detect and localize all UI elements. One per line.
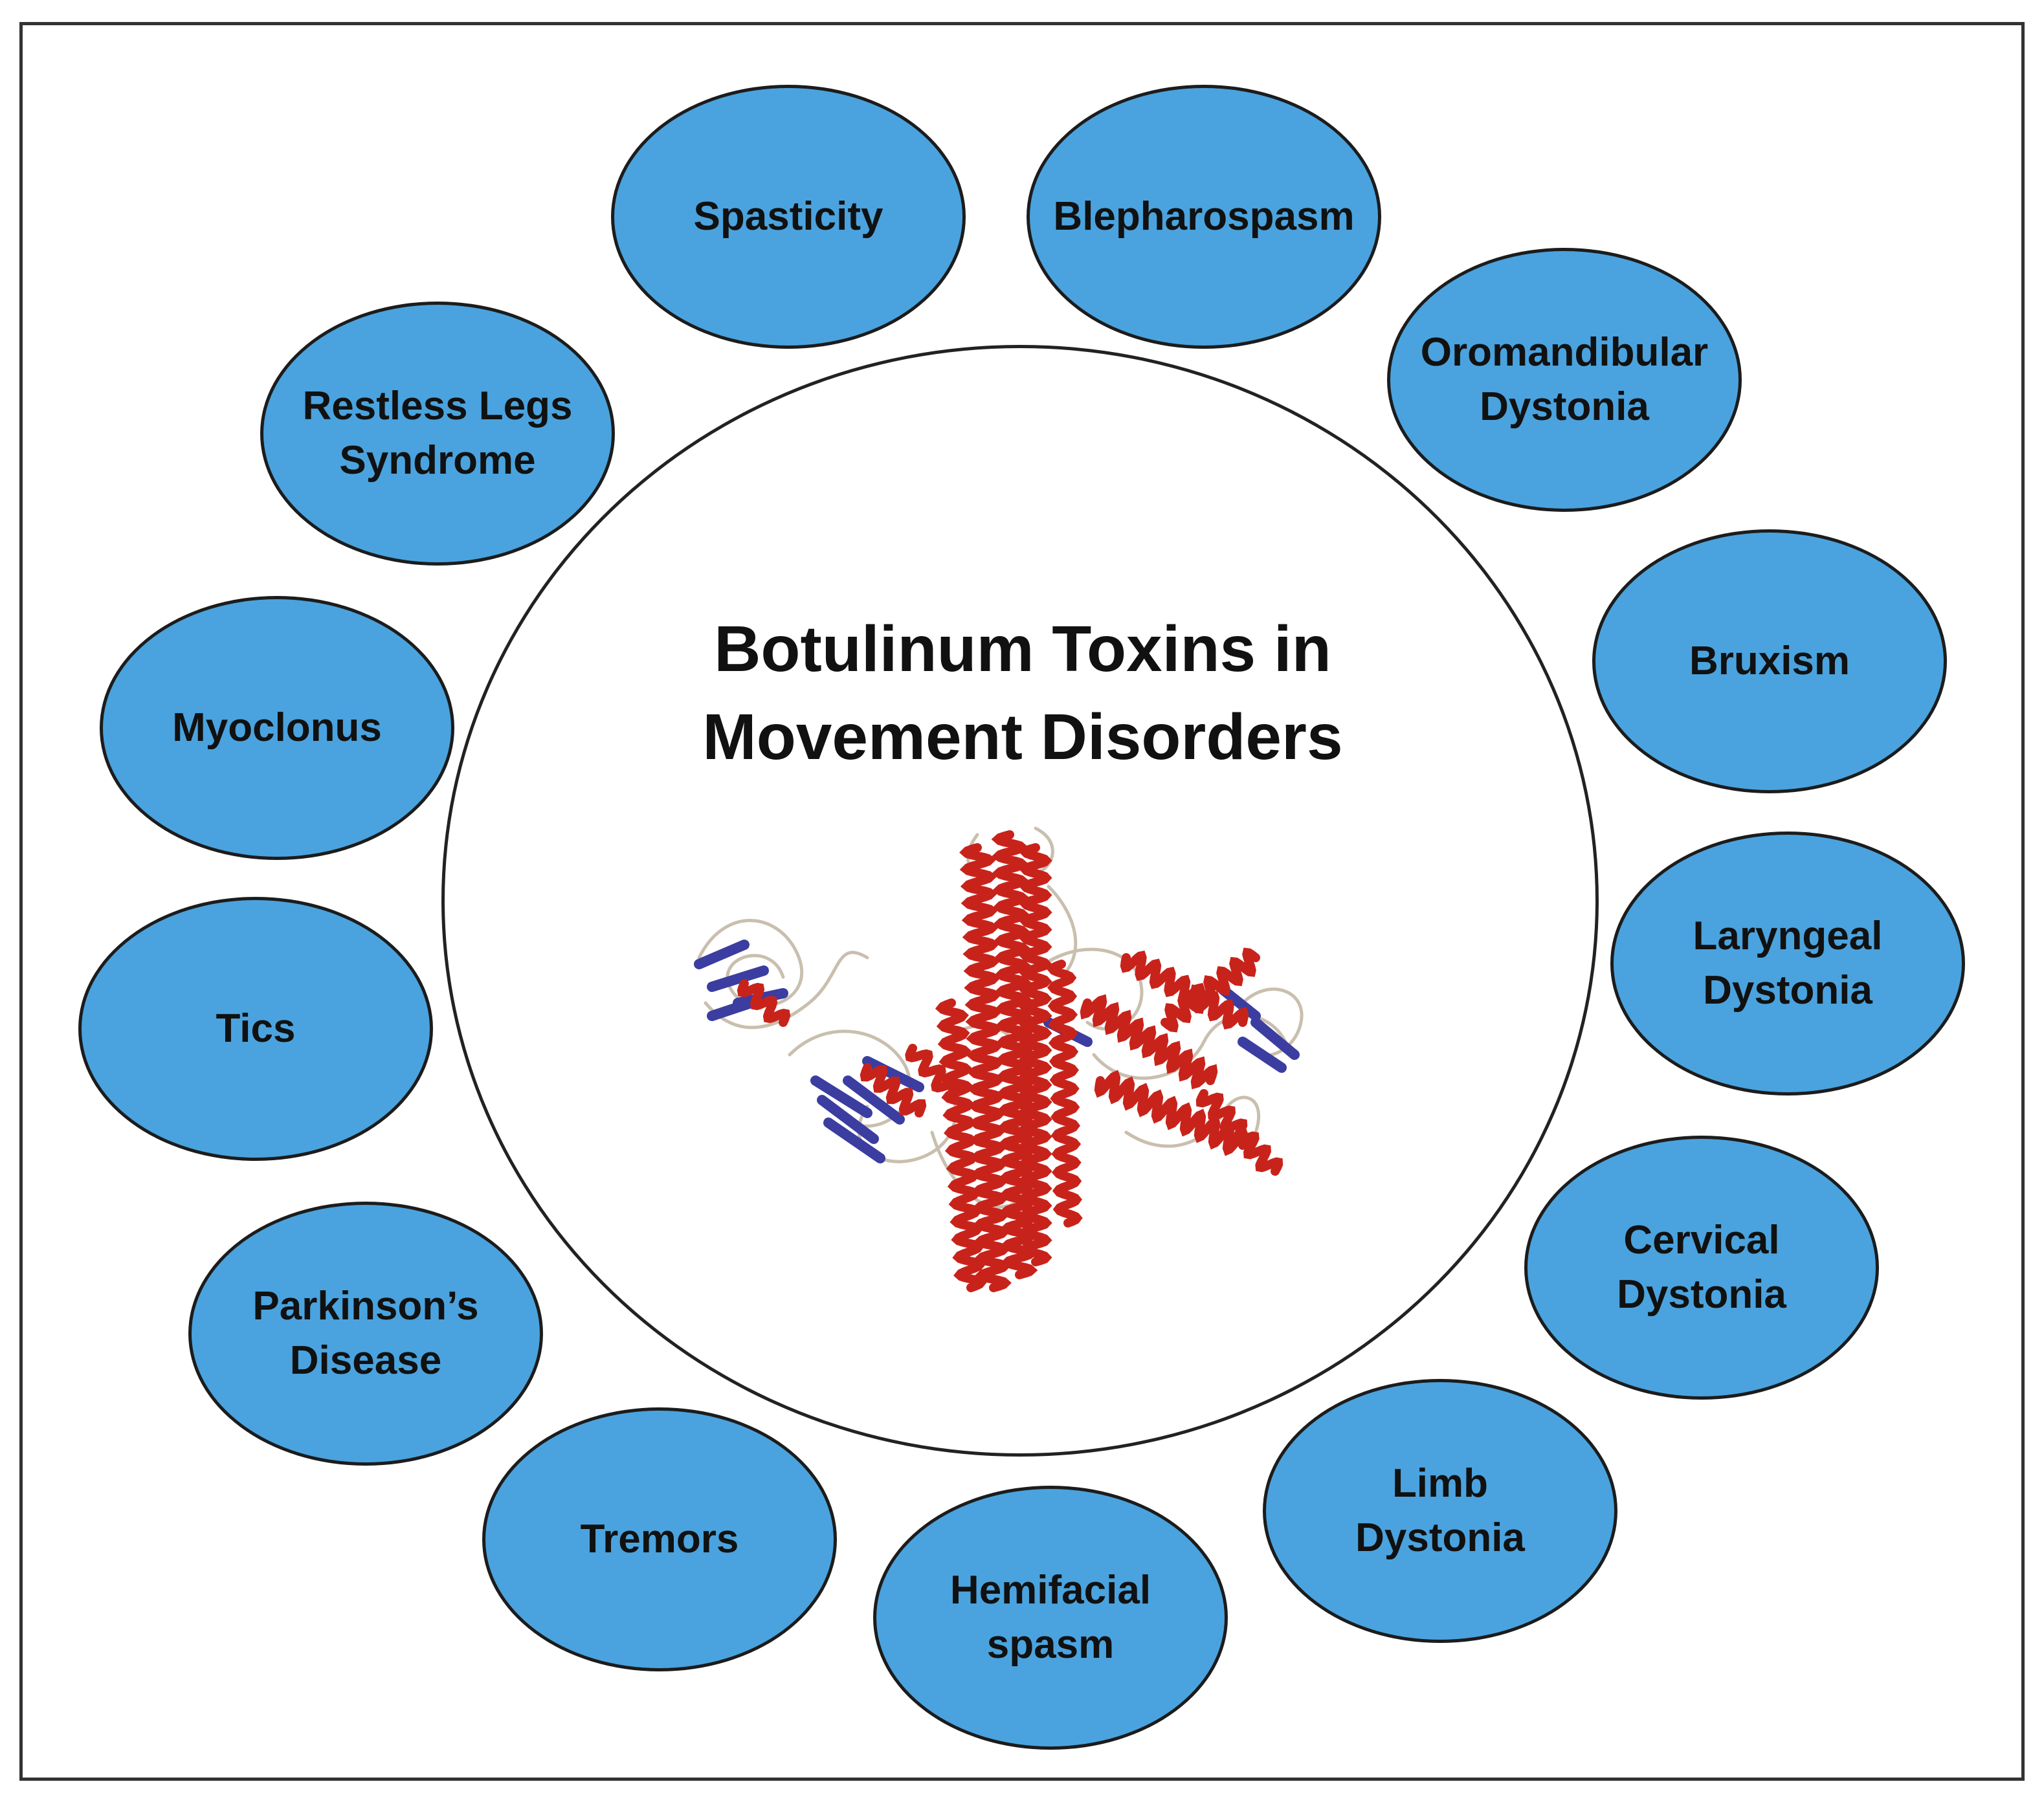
node-label: Spasticity <box>693 194 883 239</box>
node-cervical-dystonia: Cervical Dystonia <box>1524 1136 1879 1400</box>
node-blepharospasm: Blepharospasm <box>1027 85 1381 349</box>
node-label: Hemifacial spasm <box>950 1568 1151 1667</box>
alpha-helix <box>1161 947 1260 1033</box>
node-spasticity: Spasticity <box>611 85 966 349</box>
node-label: Laryngeal Dystonia <box>1693 914 1883 1013</box>
random-coil <box>788 1030 912 1128</box>
node-laryngeal-dystonia: Laryngeal Dystonia <box>1610 831 1965 1096</box>
alpha-helix <box>1094 1070 1249 1156</box>
node-tics: Tics <box>78 897 433 1161</box>
node-label: Tremors <box>580 1517 739 1561</box>
beta-sheet <box>694 940 750 969</box>
node-label: Restless Legs Syndrome <box>302 384 573 483</box>
alpha-helix <box>1019 843 1052 1266</box>
beta-sheet <box>810 1075 872 1118</box>
random-coil <box>697 919 803 1008</box>
beta-sheet <box>707 965 769 992</box>
node-restless-legs-syndrome: Restless Legs Syndrome <box>260 302 615 566</box>
node-label: Cervical Dystonia <box>1617 1218 1786 1317</box>
random-coil <box>704 951 869 1030</box>
random-coil <box>1092 1014 1290 1080</box>
node-label: Myoclonus <box>172 705 382 750</box>
alpha-helix <box>737 979 791 1027</box>
alpha-helix <box>860 1063 927 1118</box>
beta-sheet <box>1250 1017 1300 1060</box>
node-label: Oromandibular Dystonia <box>1420 330 1709 429</box>
node-label: Parkinson’s Disease <box>252 1284 479 1383</box>
figure-frame <box>19 22 2025 1781</box>
alpha-helix <box>959 843 1012 1292</box>
node-myoclonus: Myoclonus <box>100 596 454 860</box>
beta-sheet <box>843 1075 905 1125</box>
node-oromandibular-dystonia: Oromandibular Dystonia <box>1387 248 1742 512</box>
random-coil <box>1047 885 1078 979</box>
node-hemifacial-spasm: Hemifacial spasm <box>873 1486 1228 1750</box>
alpha-helix <box>1120 950 1249 1030</box>
node-bruxism: Bruxism <box>1592 529 1947 793</box>
node-label: Tics <box>216 1006 296 1051</box>
diagram-title: Botulinum Toxins in Movement Disorders <box>702 613 1343 773</box>
beta-sheet <box>862 1056 924 1092</box>
alpha-helix <box>905 1044 959 1098</box>
alpha-helix <box>1195 1089 1283 1176</box>
node-limb-dystonia: Limb Dystonia <box>1263 1379 1617 1643</box>
beta-sheet <box>707 998 756 1021</box>
botulinum-toxin-protein-structure-image <box>694 826 1304 1292</box>
node-tremors: Tremors <box>482 1407 837 1671</box>
beta-sheet <box>823 1118 885 1163</box>
beta-sheet <box>1238 1037 1287 1073</box>
node-label: Blepharospasm <box>1053 194 1355 239</box>
node-label: Limb Dystonia <box>1355 1461 1525 1560</box>
node-parkinsons-disease: Parkinson’s Disease <box>188 1202 543 1466</box>
node-label: Bruxism <box>1689 639 1850 683</box>
beta-sheet <box>817 1095 879 1144</box>
alpha-helix <box>1047 960 1083 1228</box>
alpha-helix <box>1080 994 1218 1090</box>
alpha-helix <box>935 998 988 1292</box>
